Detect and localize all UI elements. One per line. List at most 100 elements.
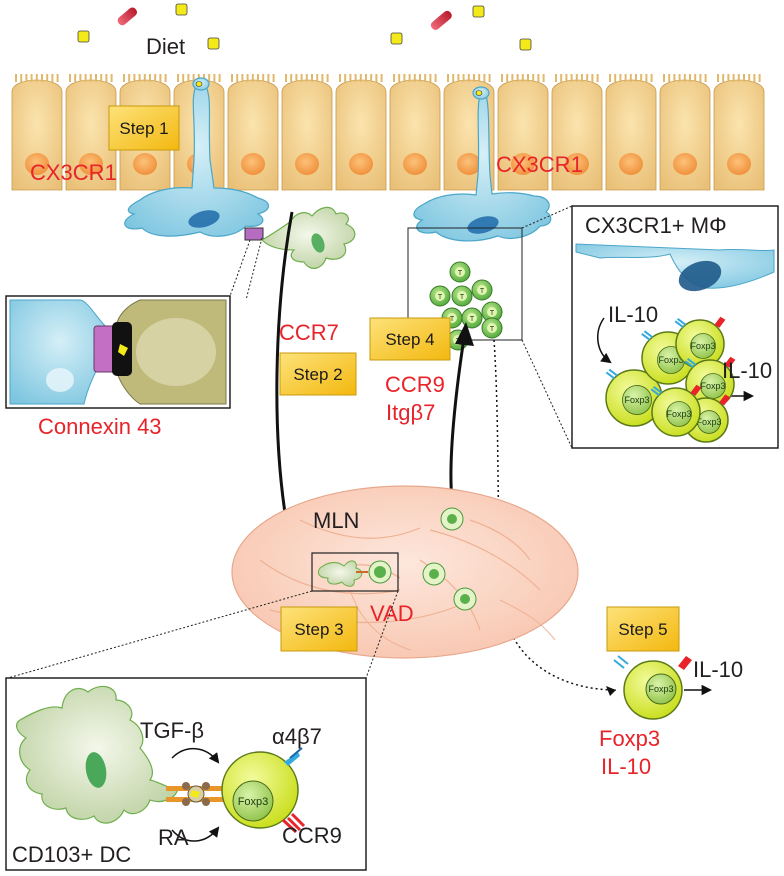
receptor-marker (724, 356, 736, 368)
t-cell-nucleus (477, 285, 487, 295)
il10-cell-label: IL-10 (693, 657, 743, 682)
receptor-marker (714, 316, 726, 328)
epithelial-nucleus (133, 153, 157, 175)
t-cell-label: T (458, 270, 463, 277)
gap-junction-marker (244, 227, 264, 241)
ra-label: RA (158, 825, 189, 850)
microvilli (393, 74, 437, 82)
t-cell-nucleus (487, 307, 497, 317)
step-2-box: Step 2 (279, 352, 357, 396)
cx3cr1-right-label: CX3CR1 (496, 152, 583, 177)
epithelial-cell (65, 79, 117, 191)
t-cell-nucleus (487, 323, 497, 333)
homing-arrow-head (455, 322, 474, 346)
t-cell-nucleus (457, 291, 467, 301)
homing-arrow (449, 337, 466, 501)
mln-tcells (422, 507, 477, 611)
step-5-box: Step 5 (606, 606, 680, 652)
epithelial-nucleus (565, 153, 589, 175)
tgf-label: TGF-β (140, 718, 204, 743)
migration-arrow (275, 211, 294, 553)
microvilli (123, 74, 167, 82)
treg-cell: Foxp3 (613, 655, 713, 720)
t-cell-nucleus (467, 313, 477, 323)
ccr9-label: CCR9 (385, 372, 445, 397)
epithelial-nucleus (25, 153, 49, 175)
treg-nucleus-inset (622, 385, 652, 415)
epithelial-nucleus (457, 153, 481, 175)
cd103-label: CD103+ DC (12, 842, 131, 867)
t-cell-label: T (490, 310, 495, 317)
t-cell-label: T (460, 294, 465, 301)
t-cell-label: T (438, 294, 443, 301)
receptor-marker (690, 384, 702, 396)
foxp3-red-label: Foxp3 (599, 726, 660, 751)
treg-nucleus-inset (690, 333, 716, 359)
epithelial-cell (497, 79, 549, 191)
epithelial-nucleus (511, 153, 535, 175)
dotted-path (493, 339, 617, 691)
mln-label: MLN (313, 508, 359, 533)
il10-inset-right-label: IL-10 (722, 358, 772, 383)
connexin-label: Connexin 43 (38, 414, 162, 439)
il10-inset-top-label: IL-10 (608, 302, 658, 327)
epithelial-cell (281, 79, 333, 191)
microvilli (339, 74, 383, 82)
microvilli (717, 74, 761, 82)
epithelial-nucleus (79, 153, 103, 175)
epithelial-nucleus (403, 153, 427, 175)
inset-foxp3-label: Foxp3 (238, 796, 269, 808)
step-5-label: Step 5 (618, 620, 667, 639)
step-1-label: Step 1 (119, 119, 168, 138)
treg-nucleus-inset (666, 401, 692, 427)
itgb7-label: Itgβ7 (386, 400, 435, 425)
integrin-marker (650, 386, 663, 396)
microvilli (69, 74, 113, 82)
microvilli (609, 74, 653, 82)
microvilli (663, 74, 707, 82)
epithelial-nucleus (619, 153, 643, 175)
microvilli (285, 74, 329, 82)
t-cell-nucleus (455, 267, 465, 277)
step-1-box: Step 1 (108, 105, 180, 151)
ccr7-label: CCR7 (279, 320, 339, 345)
treg-foxp3-inset-label: Foxp3 (658, 355, 683, 365)
epithelial-layer (11, 74, 765, 191)
microvilli (555, 74, 599, 82)
t-cell-label: T (490, 326, 495, 333)
integrin-marker (605, 368, 618, 380)
vad-label: VAD (370, 601, 414, 626)
macrophage-left (124, 77, 270, 237)
mln-dc-box (311, 552, 399, 592)
step-4-label: Step 4 (385, 330, 434, 349)
ccr9-inset-label: CCR9 (282, 823, 342, 848)
treg-foxp3-inset-label: Foxp3 (624, 395, 649, 405)
il10-red-label: IL-10 (601, 754, 651, 779)
treg-foxp3-inset-label: Foxp3 (666, 409, 691, 419)
microvilli (501, 74, 545, 82)
epithelial-cell (227, 79, 279, 191)
dendritic-cell-migrating (261, 206, 356, 269)
epithelial-cell (335, 79, 387, 191)
epithelial-nucleus (241, 153, 265, 175)
cx3cr1-mphi-label: CX3CR1+ MΦ (585, 213, 727, 238)
microvilli (447, 74, 491, 82)
diet-particles (77, 3, 532, 51)
epithelial-nucleus (727, 153, 751, 175)
epithelial-nucleus (349, 153, 373, 175)
t-cell-nucleus (435, 291, 445, 301)
macrophage-right (413, 86, 552, 242)
treg-foxp3-inset-label: Foxp3 (690, 341, 715, 351)
microvilli (231, 74, 275, 82)
integrin-marker (684, 358, 697, 368)
dc-tcell-inset: Foxp3 (5, 677, 367, 871)
connexin-inset (5, 237, 263, 409)
step-2-label: Step 2 (293, 365, 342, 384)
epithelial-nucleus (295, 153, 319, 175)
diet-label: Diet (146, 34, 185, 59)
epithelial-cell (389, 79, 441, 191)
cx3cr1-left-label: CX3CR1 (30, 160, 117, 185)
a4b7-label: α4β7 (272, 724, 322, 749)
t-cell-label: T (480, 288, 485, 295)
